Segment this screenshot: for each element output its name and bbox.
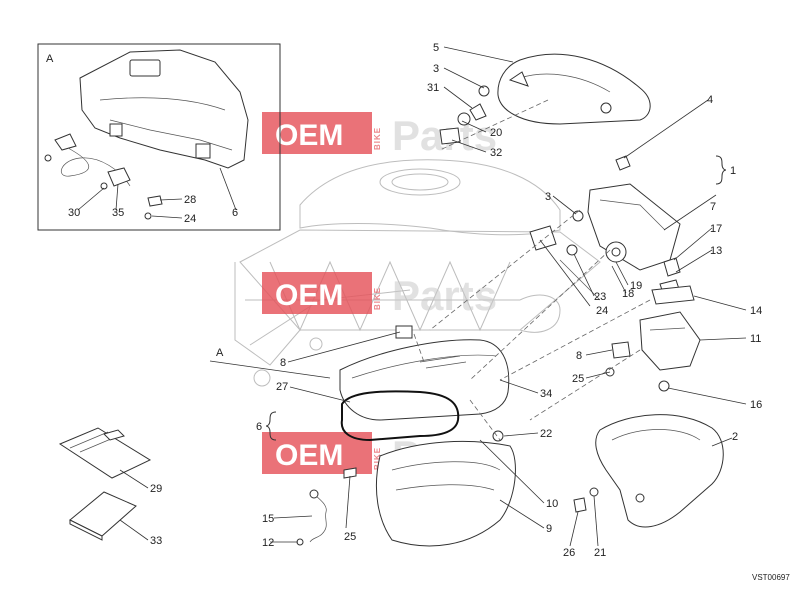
callout-24: 24	[596, 305, 608, 317]
manual-pouch-part	[58, 427, 152, 479]
callout-5: 5	[433, 42, 439, 54]
callout-1: 1	[730, 165, 736, 177]
callout-6: 6	[232, 207, 238, 219]
ghost-frame-and-tank	[234, 159, 601, 387]
watermark-oem-text: OEM	[275, 439, 343, 472]
callout-34: 34	[540, 388, 552, 400]
inset-undertray-part	[79, 49, 249, 169]
watermark-bike-text: BIKE	[373, 287, 382, 310]
callout-9: 9	[546, 523, 552, 535]
callout-3: 3	[433, 63, 439, 75]
callout-11: 11	[750, 333, 761, 345]
leader-lines	[77, 46, 747, 547]
callout-29: 29	[150, 483, 162, 495]
callout-18: 18	[622, 288, 634, 300]
callout-6: 6	[256, 421, 262, 433]
callout-3: 3	[545, 191, 551, 203]
callout-20: 20	[490, 127, 502, 139]
inset-detail-a: A	[37, 43, 281, 231]
callout-7: 7	[710, 201, 716, 213]
brace-left	[265, 411, 277, 441]
callout-8: 8	[576, 350, 582, 362]
callout-12: 12	[262, 537, 274, 549]
watermark-oem-text: OEM	[275, 279, 343, 312]
callout-17: 17	[710, 223, 722, 235]
callout-10: 10	[546, 498, 558, 510]
pointer-label-a: A	[216, 347, 224, 359]
callout-13: 13	[710, 245, 722, 257]
watermark-oem-text: OEM	[275, 119, 343, 152]
callout-19: 19	[630, 280, 642, 292]
callout-26: 26	[563, 547, 575, 559]
callout-22: 22	[540, 428, 552, 440]
callout-21: 21	[594, 547, 606, 559]
side-panel-part	[339, 339, 510, 421]
callout-4: 4	[707, 94, 713, 106]
callout-2: 2	[732, 431, 738, 443]
callout-28: 28	[184, 194, 196, 206]
brace-right	[715, 155, 727, 185]
callout-32: 32	[490, 147, 502, 159]
wire-lead-part	[296, 489, 327, 546]
booklet-part	[69, 491, 137, 541]
misc-fasteners	[343, 325, 631, 513]
callout-labels: 5 3 31 20 32 4 1 3 7 17 13 19 18 23 24 1…	[68, 42, 790, 582]
callout-15: 15	[262, 513, 274, 525]
lower-bracket-part	[639, 285, 701, 392]
inset-sensor-bracket	[54, 133, 77, 151]
callout-25: 25	[572, 373, 584, 385]
watermark-bike-text: BIKE	[373, 447, 382, 470]
callout-27: 27	[276, 381, 288, 393]
callout-16: 16	[750, 399, 762, 411]
callout-25: 25	[344, 531, 356, 543]
watermark-bike-text: BIKE	[373, 127, 382, 150]
callout-23: 23	[594, 291, 606, 303]
seat-fasteners	[439, 85, 631, 171]
watermark-2: OEM BIKE Parts	[262, 272, 497, 319]
rear-bracket-assembly	[529, 183, 681, 301]
lower-fairing-part	[375, 440, 516, 547]
gasket-part	[340, 390, 460, 442]
callout-14: 14	[750, 305, 762, 317]
inset-frame	[37, 43, 281, 231]
seat-cowl-part	[497, 53, 651, 125]
callout-35: 35	[112, 207, 124, 219]
inset-label: A	[46, 53, 54, 65]
chain-guard-part	[595, 414, 724, 528]
callout-8: 8	[280, 357, 286, 369]
callout-24: 24	[184, 213, 196, 225]
callout-31: 31	[427, 82, 439, 94]
callout-33: 33	[150, 535, 162, 547]
watermark-parts-text: Parts	[392, 272, 497, 319]
callout-30: 30	[68, 207, 80, 219]
drawing-code: VST00697	[752, 573, 790, 582]
assembly-dashed-lines	[413, 99, 651, 441]
